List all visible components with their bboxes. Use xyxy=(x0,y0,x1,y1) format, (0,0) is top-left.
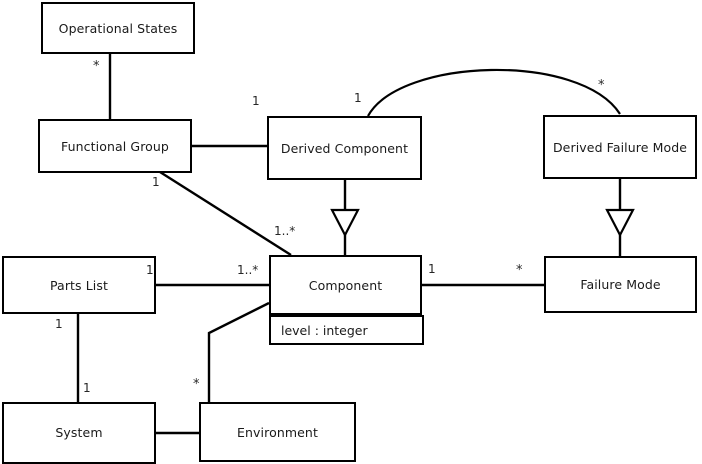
multiplicity-functional-group-derived-component: 1 xyxy=(252,94,260,108)
class-name-parts-list: Parts List xyxy=(49,277,108,293)
class-box-functional-group[interactable]: Functional Group xyxy=(38,119,192,173)
class-name-derived-component: Derived Component xyxy=(280,140,409,156)
class-box-derived-failure-mode[interactable]: Derived Failure Mode xyxy=(543,115,697,179)
multiplicity-functional-group-component: 1 xyxy=(152,175,160,189)
class-name-operational-states: Operational States xyxy=(58,20,178,36)
class-box-derived-component[interactable]: Derived Component xyxy=(267,116,422,180)
multiplicity-environment-component-end: * xyxy=(193,377,200,392)
connector-functional-group-component xyxy=(159,170,292,257)
multiplicity-derived-failure-mode-curve: * xyxy=(598,78,605,93)
class-name-environment: Environment xyxy=(237,424,318,440)
class-box-environment[interactable]: Environment xyxy=(199,402,356,462)
multiplicity-failure-mode-end: * xyxy=(516,263,523,278)
class-box-parts-list[interactable]: Parts List xyxy=(2,256,156,314)
multiplicity-component-parts-list-end: 1..* xyxy=(237,263,259,277)
multiplicity-parts-list-end: 1 xyxy=(146,263,154,277)
class-box-system[interactable]: System xyxy=(2,402,156,464)
connector-derived-component-derived-failure-mode-curve xyxy=(367,68,621,117)
hollow-triangle-down-icon-failure-mode xyxy=(605,208,635,238)
class-name-failure-mode: Failure Mode xyxy=(580,277,661,292)
class-name-component: Component xyxy=(308,277,383,293)
class-box-failure-mode[interactable]: Failure Mode xyxy=(544,256,697,313)
multiplicity-derived-component-curve: 1 xyxy=(354,91,362,105)
class-name-system: System xyxy=(55,424,103,440)
multiplicity-system-parts-list-end: 1 xyxy=(83,381,91,395)
class-name-functional-group: Functional Group xyxy=(61,138,169,154)
class-box-component[interactable]: Component xyxy=(269,255,422,315)
class-box-operational-states[interactable]: Operational States xyxy=(41,2,195,54)
multiplicity-operational-states-end: * xyxy=(93,59,100,74)
class-name-derived-failure-mode: Derived Failure Mode xyxy=(552,139,688,155)
hollow-triangle-down-icon-component xyxy=(330,208,360,238)
class-attributes-component[interactable]: level : integer xyxy=(269,315,424,345)
multiplicity-component-failure-mode-end: 1 xyxy=(428,262,436,276)
attribute-level-integer: level : integer xyxy=(281,322,368,338)
multiplicity-parts-list-system: 1 xyxy=(55,317,63,331)
connector-environment-component xyxy=(207,301,270,402)
multiplicity-component-functional-group-end: 1..* xyxy=(274,224,296,238)
